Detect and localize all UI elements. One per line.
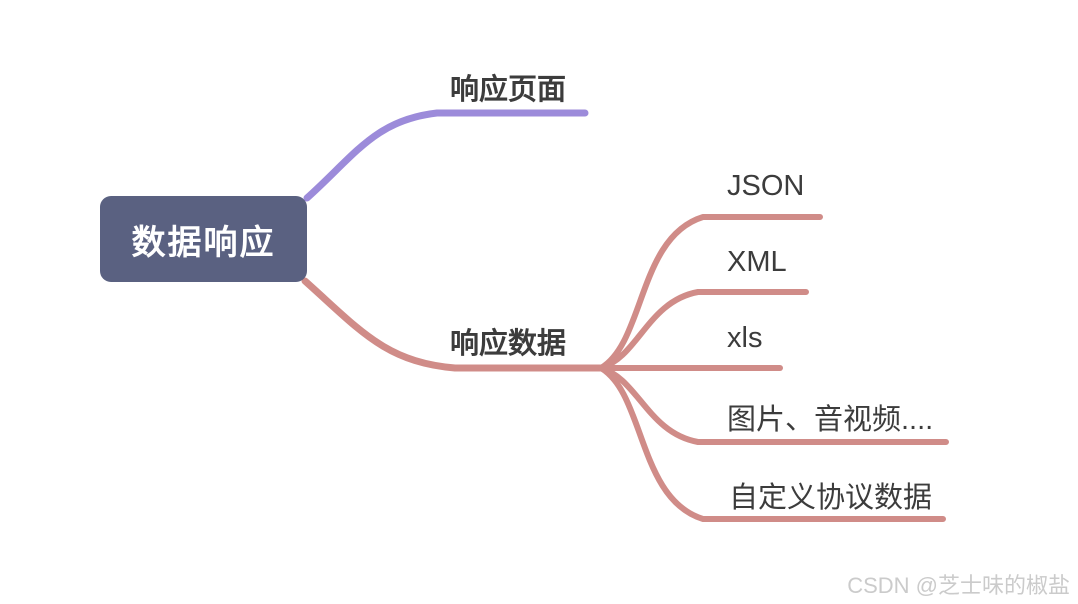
leaf-node-xml[interactable]: XML <box>727 246 787 278</box>
watermark: CSDN @芝士味的椒盐 <box>847 573 1070 598</box>
connector-response-page <box>303 109 589 202</box>
connector-media <box>598 365 949 445</box>
connector-xml <box>598 289 809 371</box>
leaf-node-json[interactable]: JSON <box>727 170 805 202</box>
root-node[interactable]: 数据响应 <box>100 196 307 282</box>
leaf-node-custom-protocol[interactable]: 自定义协议数据 <box>729 482 933 514</box>
root-node-label: 数据响应 <box>131 223 276 262</box>
branch-node-response-data[interactable]: 响应数据 <box>450 328 567 360</box>
leaf-node-media[interactable]: 图片、音视频.... <box>727 404 934 436</box>
connector-custom-protocol <box>598 365 946 522</box>
connector-json <box>598 214 823 371</box>
leaf-node-xls[interactable]: xls <box>727 322 763 354</box>
branch-node-response-page[interactable]: 响应页面 <box>450 74 567 106</box>
connector-response-data <box>301 277 605 372</box>
